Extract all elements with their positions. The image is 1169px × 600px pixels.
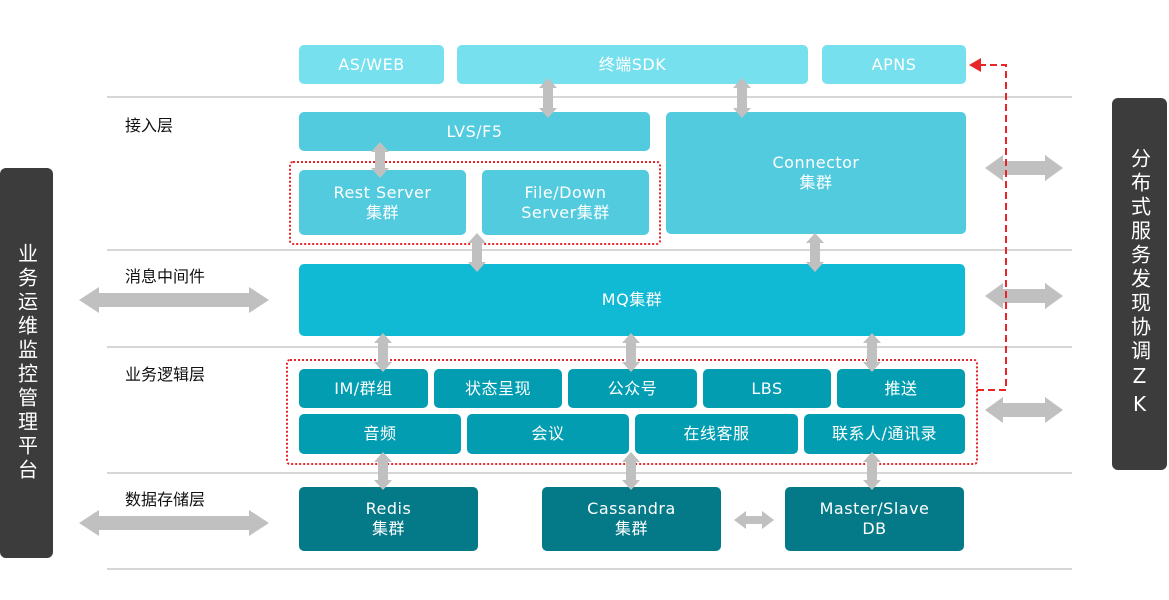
dashed-zk-to-apns-connector — [977, 64, 1007, 391]
as-web-box: AS/WEB — [299, 45, 444, 84]
mq-cluster-box: MQ集群 — [299, 264, 965, 336]
logic-layer-label: 业务逻辑层 — [125, 365, 206, 384]
file-down-server-cluster-box: File/Down Server集群 — [482, 170, 649, 235]
ops-mq-double-arrow-icon — [79, 287, 269, 313]
lvs-f5-box: LVS/F5 — [299, 112, 650, 151]
apns-label: APNS — [871, 54, 917, 74]
logic-service-box: 联系人/通讯录 — [804, 414, 965, 454]
file-down-server-cluster-label: Server集群 — [521, 202, 610, 222]
divider-line — [107, 568, 1072, 570]
logic-service-box: 会议 — [467, 414, 629, 454]
lvs-f5-label: LVS/F5 — [446, 121, 503, 141]
redis-cluster-box: Redis 集群 — [299, 487, 478, 551]
logic-service-label: 联系人/通讯录 — [832, 424, 937, 443]
rest-server-label: Rest Server — [333, 182, 432, 202]
zk-service-discovery-panel: 分布式服务发现协调ZK — [1112, 98, 1167, 470]
cassandra-db-double-arrow-icon — [734, 511, 774, 529]
logic-service-label: 状态呈现 — [464, 378, 531, 398]
ops-monitoring-platform-label: 业务运维监控管理平台 — [14, 243, 39, 483]
db-label: DB — [862, 519, 887, 538]
logic-service-label: LBS — [751, 378, 783, 398]
red-arrowhead-icon — [969, 58, 981, 72]
logic-service-label: 在线客服 — [683, 424, 750, 443]
storage-layer-label: 数据存储层 — [125, 490, 206, 509]
logic-service-box: IM/群组 — [299, 369, 428, 408]
zk-service-discovery-label: 分布式服务发现协调ZK — [1127, 148, 1152, 420]
logic-service-box: LBS — [703, 369, 831, 408]
logic-service-box: 音频 — [299, 414, 461, 454]
ops-storage-double-arrow-icon — [79, 510, 269, 536]
connector-cluster-box: Connector 集群 — [666, 112, 966, 234]
cassandra-label: Cassandra — [587, 499, 676, 518]
ops-monitoring-platform-panel: 业务运维监控管理平台 — [0, 168, 53, 558]
apns-box: APNS — [822, 45, 966, 84]
logic-service-label: 公众号 — [607, 378, 658, 398]
terminal-sdk-label: 终端SDK — [598, 54, 667, 74]
logic-service-label: 推送 — [884, 378, 918, 398]
mq-zk-double-arrow-icon — [985, 283, 1063, 309]
mq-cluster-label: MQ集群 — [601, 290, 663, 309]
divider-line — [107, 249, 1072, 251]
redis-label: Redis — [365, 499, 412, 518]
logic-zk-double-arrow-icon — [985, 397, 1063, 423]
as-web-label: AS/WEB — [338, 54, 405, 74]
file-down-label: File/Down — [524, 182, 607, 202]
master-slave-label: Master/Slave — [819, 499, 930, 518]
rest-server-cluster-label: 集群 — [365, 202, 399, 222]
logic-service-label: IM/群组 — [334, 378, 393, 398]
push-service-box: 推送 — [837, 369, 965, 408]
connector-zk-double-arrow-icon — [985, 155, 1063, 181]
middleware-layer-label: 消息中间件 — [125, 267, 206, 286]
terminal-sdk-box: 终端SDK — [457, 45, 808, 84]
cassandra-cluster-label: 集群 — [614, 519, 648, 538]
connector-cluster-label: 集群 — [799, 173, 833, 192]
divider-line — [107, 96, 1072, 98]
redis-cluster-label: 集群 — [371, 519, 405, 538]
connector-label: Connector — [772, 153, 860, 172]
logic-service-box: 状态呈现 — [434, 369, 562, 408]
master-slave-db-box: Master/Slave DB — [785, 487, 964, 551]
logic-service-box: 在线客服 — [635, 414, 798, 454]
logic-service-box: 公众号 — [568, 369, 697, 408]
divider-line — [107, 346, 1072, 348]
access-layer-label: 接入层 — [125, 116, 174, 135]
logic-service-label: 音频 — [363, 424, 397, 443]
rest-server-cluster-box: Rest Server 集群 — [299, 170, 466, 235]
divider-line — [107, 472, 1072, 474]
cassandra-cluster-box: Cassandra 集群 — [542, 487, 721, 551]
logic-service-label: 会议 — [531, 424, 565, 443]
